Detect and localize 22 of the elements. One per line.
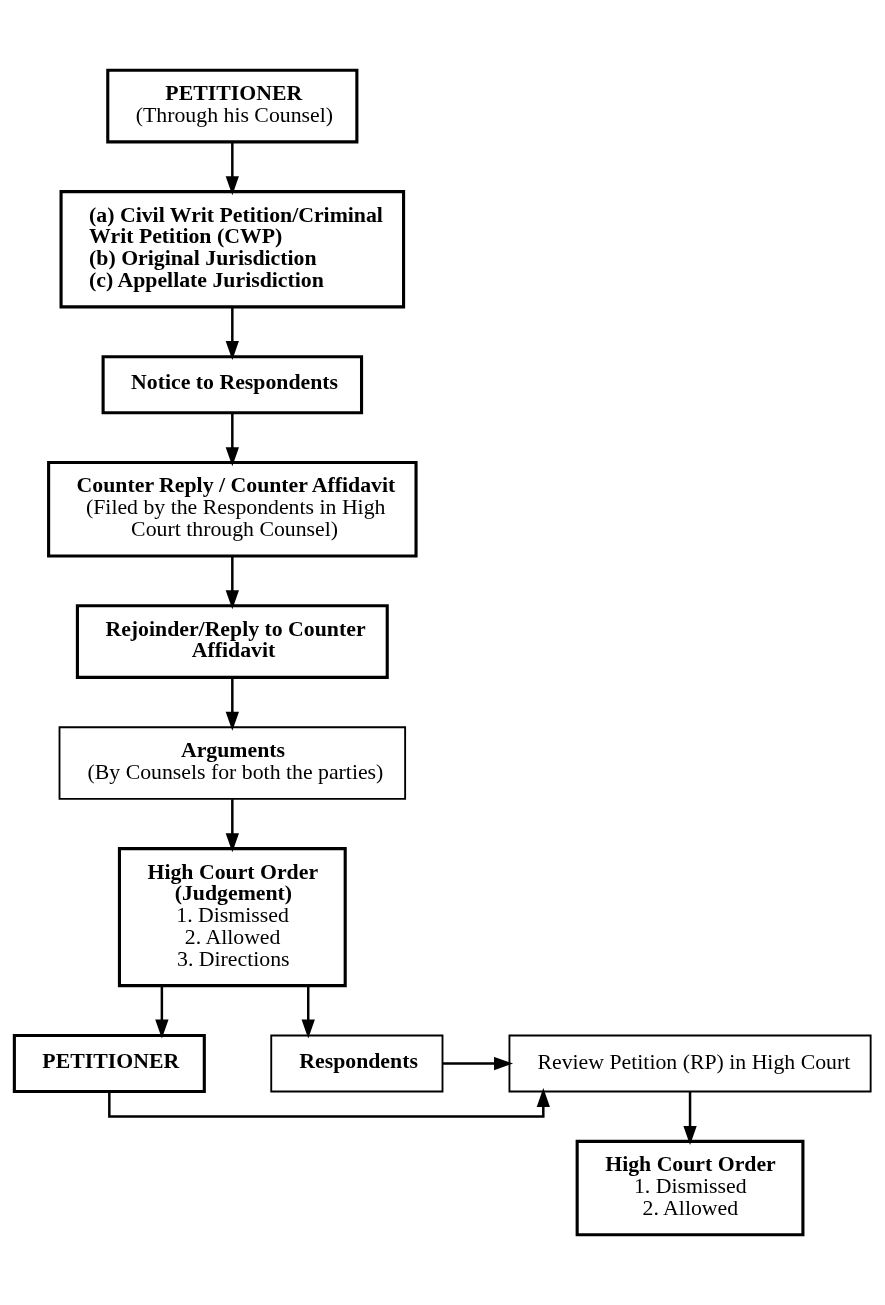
node-box: High Court Order (Judgement) 1. Dismissed 2. Allowed 3. Directions xyxy=(117,847,347,988)
node-box: Arguments (By Counsels for both the parties) xyxy=(58,726,407,800)
node-box: PETITIONER (Through his Counsel) xyxy=(106,68,359,144)
node-box: Counter Reply / Counter Affidavit (Filed by the Respondents in High Court through Counsel) xyxy=(47,461,418,558)
node-box: Notice to Respondents xyxy=(101,355,364,415)
arrow xyxy=(225,307,239,360)
arrow xyxy=(225,799,239,853)
node-box: (a) Civil Writ Petition/Criminal Writ Petition (CWP) (b) Original Jurisdiction (c) Appellate Jurisdiction xyxy=(59,190,406,309)
arrow xyxy=(442,1056,514,1071)
arrow xyxy=(155,986,169,1039)
arrow xyxy=(683,1091,697,1146)
arrow xyxy=(225,556,239,610)
arrow xyxy=(225,678,239,731)
arrow xyxy=(108,1088,550,1118)
node-box: Respondents xyxy=(270,1034,444,1093)
node-box: PETITIONER xyxy=(12,1033,206,1094)
node-box: Review Petition (RP) in High Court xyxy=(508,1034,872,1093)
arrow xyxy=(225,412,239,467)
node-box: Rejoinder/Reply to Counter Affidavit xyxy=(75,604,389,679)
arrow xyxy=(301,986,315,1039)
arrow xyxy=(225,142,239,196)
node-box: High Court Order 1. Dismissed 2. Allowed xyxy=(575,1139,805,1237)
